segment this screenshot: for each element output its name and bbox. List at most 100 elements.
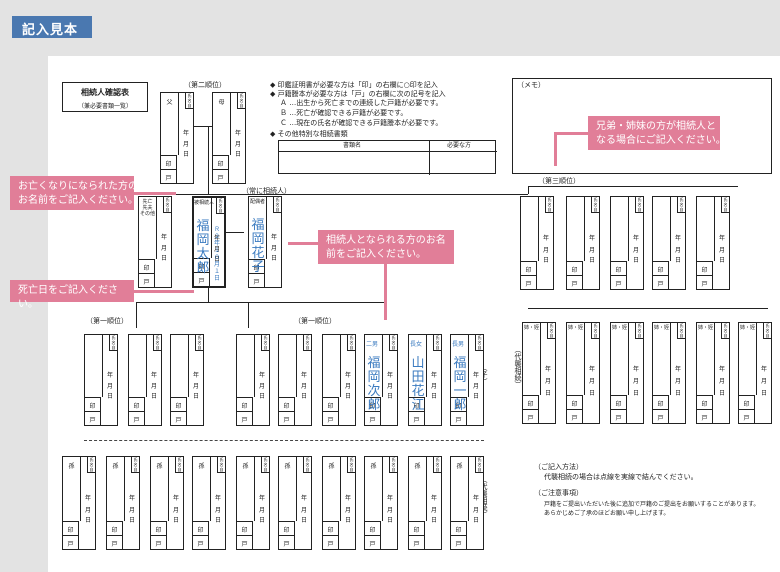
grandchild-5-ko: 戸	[237, 535, 253, 549]
third-rank-label: （第三順位）	[538, 177, 580, 185]
child-label: （子）	[480, 364, 488, 385]
grandchild-4-ko: 戸	[193, 535, 209, 549]
sibling-1-ko: 戸	[521, 275, 537, 289]
deceased-cell-name: 福岡太郎	[196, 219, 210, 276]
nephew-4-mark: 氏名自	[677, 323, 685, 339]
child-left-2-ko: 戸	[129, 411, 145, 425]
nephew-4: 姉・姪氏名自年月日印戸	[652, 322, 686, 424]
grandchild-9-year: 年	[430, 495, 437, 503]
callout-date-arrow	[134, 290, 194, 293]
grandchild-1-mark: 氏名自	[87, 457, 95, 473]
grandchild-3-in: 印	[151, 521, 167, 535]
child-right-4-ko: 戸	[365, 411, 381, 425]
col-doc-name: 書類名	[343, 142, 362, 149]
father-cell-month: 月	[182, 141, 189, 149]
grandchild-3-ko: 戸	[151, 535, 167, 549]
proxy-label-bottom: （代襲相続）	[480, 476, 488, 518]
nephew-2-day: 日	[588, 390, 595, 398]
prior-cell: 先亡 先夫 その他氏名自年月日印戸	[138, 196, 172, 288]
grandchild-2-year: 年	[128, 495, 135, 503]
grandchild-5-label: 孫	[242, 463, 249, 470]
grandchild-9-ko: 戸	[409, 535, 425, 549]
child-left-2-day: 日	[150, 393, 157, 401]
grandchild-5-year: 年	[258, 495, 265, 503]
mother-cell-in: 印	[213, 155, 229, 169]
grandchild-7: 孫氏名自年月日印戸	[322, 456, 356, 550]
nephew-3-mark: 氏名自	[635, 323, 643, 339]
spouse-cell-day: 日	[270, 255, 277, 263]
grandchild-10-month: 月	[472, 506, 479, 514]
sibling-5-year: 年	[718, 235, 725, 243]
note-c: Ｃ …現在の氏名が確認できる戸籍謄本が必要です。	[280, 119, 443, 127]
grandchild-1: 孫氏名自年月日印戸	[62, 456, 96, 550]
prior-cell-mark: 氏名自	[163, 197, 171, 213]
grandchild-2-day: 日	[128, 517, 135, 525]
child-right-1-year: 年	[258, 372, 265, 380]
grandchild-10-mark: 氏名自	[475, 457, 483, 473]
prior-cell-year: 年	[160, 234, 167, 242]
grandchild-4-label: 孫	[198, 463, 205, 470]
memo-label: （メモ）	[517, 81, 545, 89]
prior-cell-month: 月	[160, 245, 167, 253]
child-left-3-day: 日	[192, 393, 199, 401]
nephew-5-ko: 戸	[697, 409, 713, 423]
grandchild-8-in: 印	[365, 521, 381, 535]
grandchild-6-day: 日	[300, 517, 307, 525]
grandchild-5: 孫氏名自年月日印戸	[236, 456, 270, 550]
nephew-3-year: 年	[632, 365, 639, 373]
child-left-1-mark: 氏名自	[109, 335, 117, 351]
sibling-5-ko: 戸	[697, 275, 713, 289]
grandchild-4-year: 年	[214, 495, 221, 503]
father-cell-in: 印	[161, 155, 177, 169]
sibling-3-year: 年	[632, 235, 639, 243]
child-right-4-mark: 氏名自	[389, 335, 397, 351]
method-body: 代襲相続の場合は点線を実線で結んでください。	[544, 473, 698, 481]
child-right-5: 氏名自年月日印戸山田花江長女	[408, 334, 442, 426]
deceased-cell-mark: 氏名自	[216, 198, 224, 214]
deceased-cell-year: 年	[213, 235, 220, 243]
child-right-4-month: 月	[386, 383, 393, 391]
grandchild-10: 孫氏名自年月日印戸	[450, 456, 484, 550]
caution-heading: （ご注意事項）	[534, 489, 583, 497]
note-koseki: ◆ 戸籍謄本が必要な方は「戸」の右欄に次の記号を記入	[270, 90, 446, 98]
prior-cell-day: 日	[160, 255, 167, 263]
grandchild-9-month: 月	[430, 506, 437, 514]
form-title: 相続人確認表	[81, 88, 129, 97]
child-left-1-ko: 戸	[85, 411, 101, 425]
child-right-6-month: 月	[472, 383, 479, 391]
child-left-3-in: 印	[171, 397, 187, 411]
sibling-4-ko: 戸	[653, 275, 669, 289]
first-rank-left-label: （第一順位）	[86, 317, 128, 325]
grandchild-3-label: 孫	[156, 463, 163, 470]
child-right-6-in: 印	[451, 397, 467, 411]
mother-cell-ko: 戸	[213, 169, 229, 183]
grandchild-2-label: 孫	[112, 463, 119, 470]
grandchild-5-day: 日	[258, 517, 265, 525]
grandchild-8-label: 孫	[370, 463, 377, 470]
child-right-1-mark: 氏名自	[261, 335, 269, 351]
nephew-1-day: 日	[544, 390, 551, 398]
nephew-4-month: 月	[674, 378, 681, 386]
callout-death-date: 死亡日をご記入ください。	[10, 280, 134, 310]
child-left-1-in: 印	[85, 397, 101, 411]
child-right-6-relation: 長男	[452, 341, 465, 348]
grandchild-8-year: 年	[386, 495, 393, 503]
grandchild-6: 孫氏名自年月日印戸	[278, 456, 312, 550]
child-left-1-year: 年	[106, 372, 113, 380]
child-right-3: 氏名自年月日印戸	[322, 334, 356, 426]
sibling-3-day: 日	[632, 257, 639, 265]
mother-cell-year: 年	[234, 130, 241, 138]
callout-heir-arrow	[288, 242, 318, 245]
mother-cell-month: 月	[234, 141, 241, 149]
nephew-6-in: 印	[739, 395, 755, 409]
sibling-2-ko: 戸	[567, 275, 583, 289]
child-left-2-mark: 氏名自	[153, 335, 161, 351]
child-right-5-day: 日	[430, 393, 437, 401]
grandchild-9-mark: 氏名自	[433, 457, 441, 473]
child-right-4-relation: 二男	[366, 341, 379, 348]
mother-cell-day: 日	[234, 151, 241, 159]
grandchild-7-year: 年	[344, 495, 351, 503]
nephew-6-label: 姉・姪	[739, 325, 755, 331]
prior-cell-label: 先亡 先夫 その他	[139, 199, 155, 217]
